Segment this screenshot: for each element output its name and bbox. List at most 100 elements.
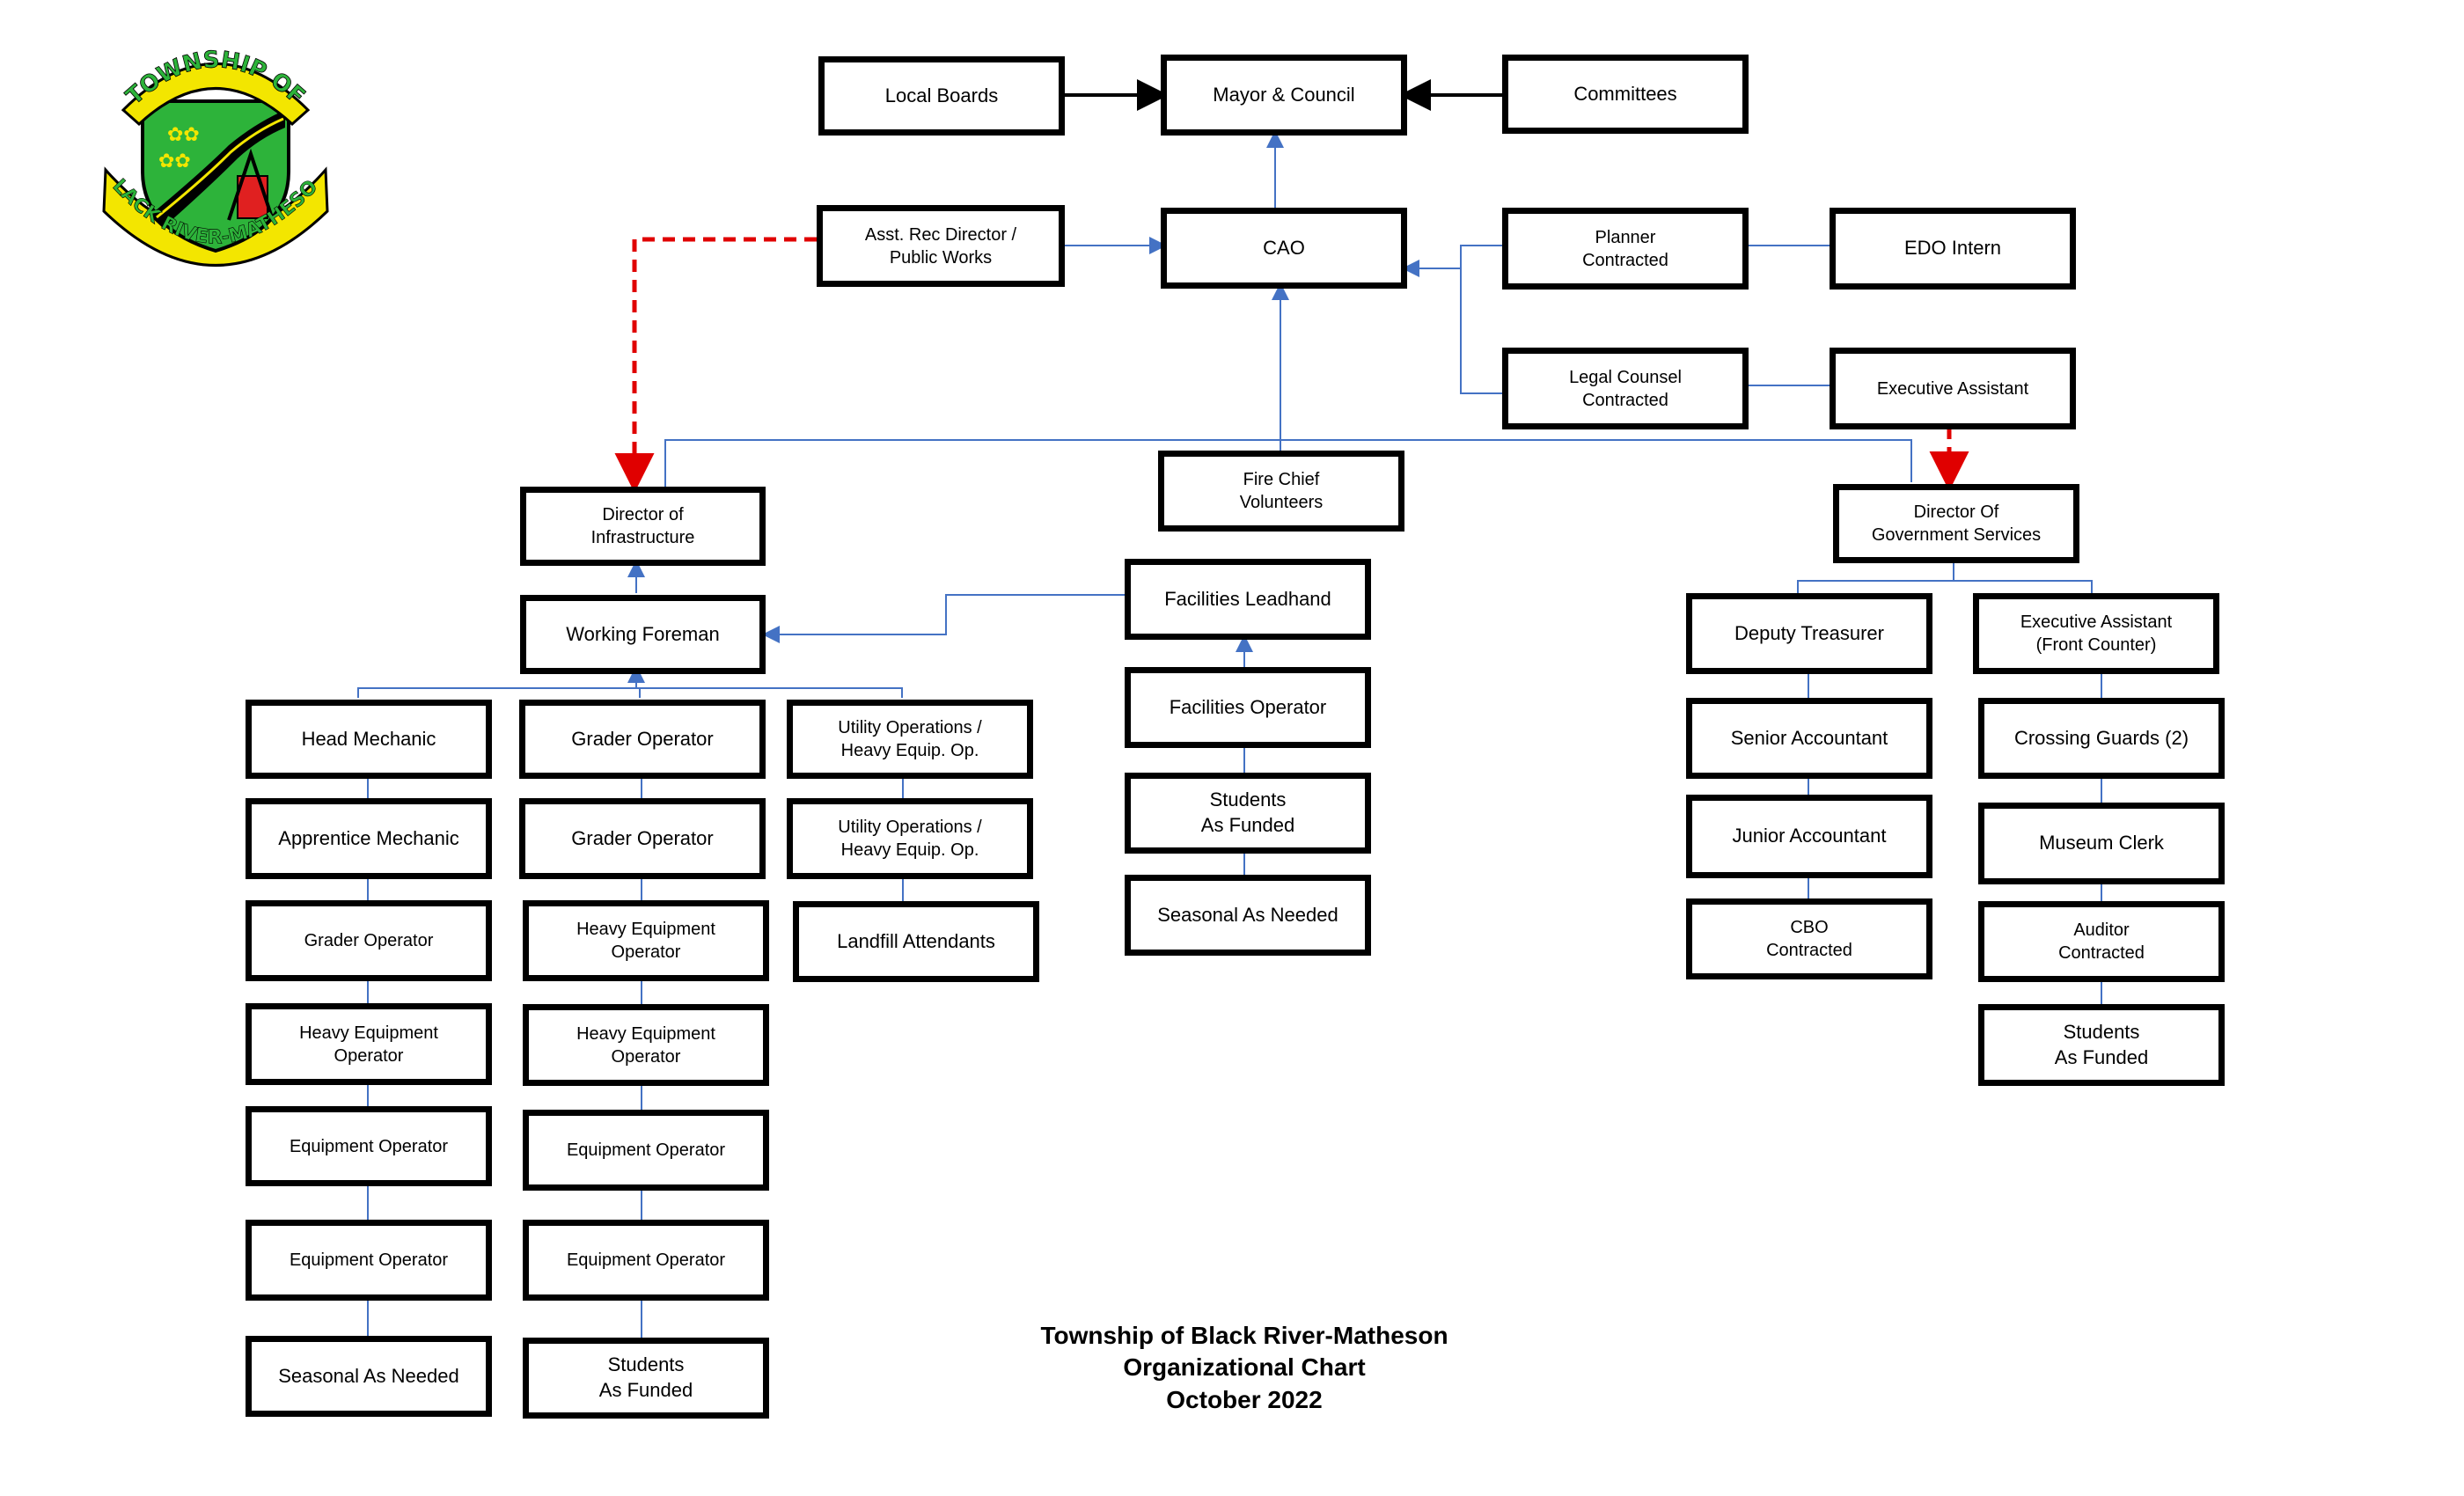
directors-trunk-line: [664, 439, 1912, 488]
title-line: Township of Black River-Matheson: [1040, 1322, 1448, 1349]
box-label: Director Of: [1913, 502, 1999, 522]
box-label: Auditor: [2073, 920, 2130, 940]
box-label: Students: [607, 1353, 685, 1376]
auditor-box: Auditor Contracted: [1978, 901, 2225, 982]
box-label: CAO: [1263, 236, 1305, 259]
seasonal-as-needed-box: Seasonal As Needed: [246, 1336, 492, 1417]
box-label: Heavy Equip. Op.: [840, 840, 979, 860]
box-label: Apprentice Mechanic: [278, 826, 459, 849]
box-label: Contracted: [2058, 943, 2145, 963]
box-label: Seasonal As Needed: [1157, 903, 1338, 926]
box-label: Director of: [602, 505, 684, 524]
box-label: Contracted: [1582, 390, 1668, 410]
box-label: EDO Intern: [1903, 237, 2002, 260]
junior-accountant-box: Junior Accountant: [1686, 795, 1932, 878]
box-label: Landfill Attendants: [837, 929, 995, 952]
box-label: As Funded: [2054, 1045, 2149, 1068]
box-label: Operator: [611, 1046, 681, 1067]
township-logo: ✿✿ ✿✿ TOWNSHIP OF BLACK RIVER-MATHESON: [97, 40, 329, 267]
heavy-equipment-operator-box: Heavy Equipment Operator: [523, 900, 769, 981]
box-label: Grader Operator: [571, 826, 714, 849]
date-line: October 2022: [1166, 1385, 1323, 1413]
grader-operator-box: Grader Operator: [519, 700, 766, 779]
crew-bracket-line: [357, 687, 903, 698]
box-label: Senior Accountant: [1730, 726, 1888, 749]
box-label: CBO: [1790, 918, 1829, 937]
subtitle-line: Organizational Chart: [1123, 1353, 1366, 1382]
box-label: Equipment Operator: [566, 1250, 726, 1270]
grader-operator-box: Grader Operator: [246, 900, 492, 981]
committees-box: Committees: [1502, 55, 1749, 134]
students-as-funded-box: Students As Funded: [523, 1338, 769, 1419]
box-label: Equipment Operator: [566, 1140, 726, 1160]
box-label: Working Foreman: [566, 622, 720, 645]
head-mechanic-box: Head Mechanic: [246, 700, 492, 779]
box-label: Students: [2063, 1020, 2140, 1043]
svg-text:✿✿: ✿✿: [167, 124, 200, 146]
mayor-council-box: Mayor & Council: [1161, 55, 1407, 136]
box-label: Facilities Leadhand: [1164, 587, 1331, 610]
box-label: As Funded: [1200, 814, 1295, 836]
box-label: Grader Operator: [304, 931, 434, 950]
legal-counsel-box: Legal Counsel Contracted: [1502, 348, 1749, 429]
box-label: Students: [1209, 788, 1287, 811]
box-label: Heavy Equipment: [576, 920, 715, 939]
box-label: Contracted: [1582, 250, 1668, 270]
working-foreman-box: Working Foreman: [520, 595, 766, 674]
box-label: Facilities Operator: [1169, 695, 1327, 718]
heavy-equipment-operator-box: Heavy Equipment Operator: [523, 1004, 769, 1086]
box-label: Deputy Treasurer: [1734, 621, 1884, 644]
box-label: Public Works: [889, 247, 993, 268]
gov-bracket-line: [1797, 580, 2093, 595]
planner-box: Planner Contracted: [1502, 208, 1749, 290]
cao-box: CAO: [1161, 208, 1407, 289]
grader-operator-box: Grader Operator: [519, 798, 766, 879]
local-boards-box: Local Boards: [818, 56, 1065, 136]
facilities-operator-box: Facilities Operator: [1125, 667, 1371, 748]
box-label: Executive Assistant: [1876, 378, 2029, 399]
senior-accountant-box: Senior Accountant: [1686, 698, 1932, 779]
box-label: Grader Operator: [571, 727, 714, 750]
box-label: Junior Accountant: [1732, 825, 1887, 847]
box-label: Crossing Guards (2): [2013, 726, 2189, 749]
edo-intern-box: EDO Intern: [1830, 208, 2076, 290]
box-label: Heavy Equipment: [576, 1023, 715, 1044]
apprentice-mechanic-box: Apprentice Mechanic: [246, 798, 492, 879]
box-label: Committees: [1573, 82, 1677, 105]
crossing-guards-box: Crossing Guards (2): [1978, 698, 2225, 779]
box-label: Volunteers: [1239, 493, 1324, 512]
box-label: Utility Operations /: [838, 818, 982, 837]
facilities-students-box: Students As Funded: [1125, 773, 1371, 854]
box-label: Operator: [611, 942, 681, 962]
box-label: Fire Chief: [1243, 470, 1320, 489]
utility-operations-box: Utility Operations / Heavy Equip. Op.: [787, 700, 1033, 779]
facilities-leadhand-box: Facilities Leadhand: [1125, 559, 1371, 640]
executive-assistant-front-box: Executive Assistant (Front Counter): [1973, 593, 2219, 674]
box-label: Asst. Rec Director /: [864, 224, 1017, 245]
box-label: Heavy Equipment: [299, 1023, 438, 1043]
box-label: Heavy Equip. Op.: [840, 741, 979, 760]
box-label: Contracted: [1766, 941, 1852, 960]
equipment-operator-box: Equipment Operator: [246, 1106, 492, 1186]
equipment-operator-box: Equipment Operator: [523, 1220, 769, 1301]
box-label: Planner: [1595, 227, 1656, 247]
leadhand-to-foreman-arrow: [762, 594, 1126, 643]
heavy-equipment-operator-box: Heavy Equipment Operator: [246, 1003, 492, 1085]
director-gov-services-box: Director Of Government Services: [1833, 484, 2079, 563]
box-label: Equipment Operator: [289, 1250, 449, 1270]
director-infrastructure-box: Director of Infrastructure: [520, 487, 766, 566]
box-label: Museum Clerk: [2039, 832, 2164, 854]
fire-chief-box: Fire Chief Volunteers: [1158, 451, 1404, 532]
box-label: Utility Operations /: [838, 718, 982, 737]
equipment-operator-box: Equipment Operator: [246, 1220, 492, 1301]
box-label: Seasonal As Needed: [278, 1364, 459, 1387]
executive-assistant-box: Executive Assistant: [1830, 348, 2076, 429]
cbo-box: CBO Contracted: [1686, 898, 1932, 979]
gov-students-box: Students As Funded: [1978, 1004, 2225, 1086]
box-label: Government Services: [1871, 525, 2042, 545]
box-label: Executive Assistant: [2020, 612, 2173, 632]
svg-text:✿✿: ✿✿: [158, 150, 191, 172]
equipment-operator-box: Equipment Operator: [523, 1110, 769, 1191]
